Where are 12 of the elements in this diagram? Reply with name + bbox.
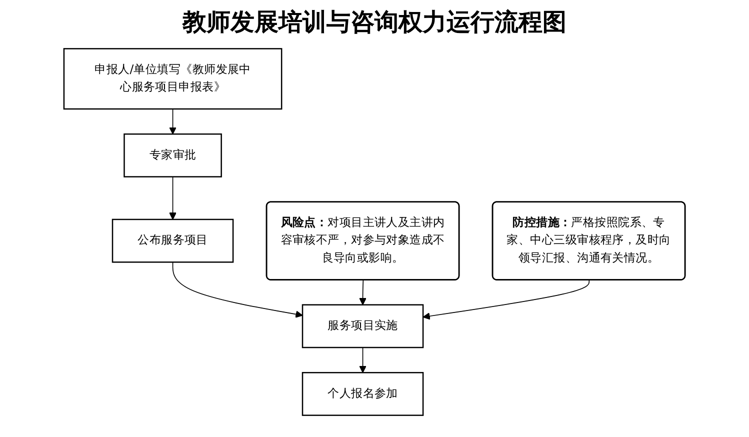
diagram-title: 教师发展培训与咨询权力运行流程图 [181,7,568,38]
arrow [359,347,366,373]
node-box: 公布服务项目 [112,218,234,263]
node-box: 申报人/单位填写《教师发展中心服务项目申报表》 [63,48,282,110]
node-box: 专家审批 [124,133,222,178]
arrow [172,262,303,318]
arrow [169,108,176,134]
node-box: 个人报名参加 [302,372,424,416]
arrow [422,280,590,320]
arrow [359,280,366,306]
arrow [169,176,176,220]
node-box: 服务项目实施 [302,304,424,348]
